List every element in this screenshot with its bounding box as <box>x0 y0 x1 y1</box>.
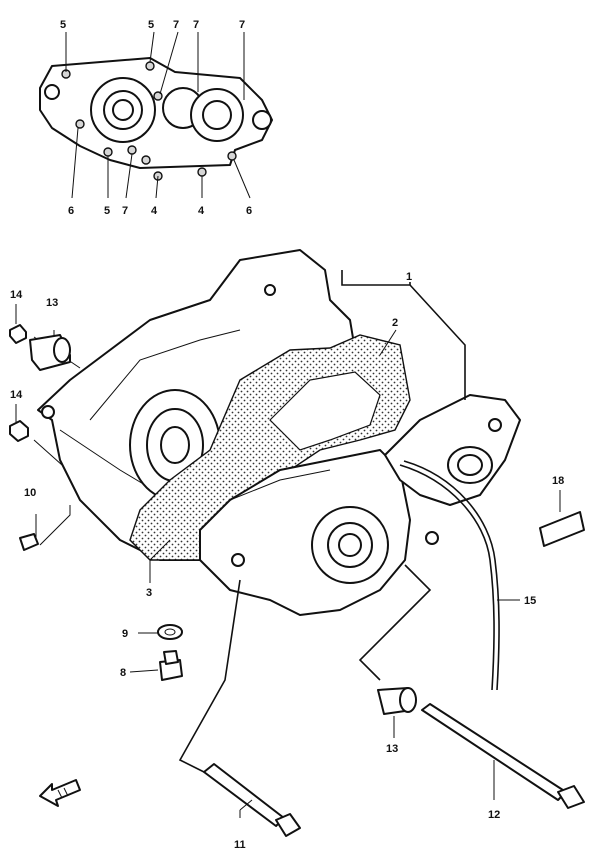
bolt-11-leader <box>178 579 241 776</box>
callout-14: 14 <box>10 389 23 401</box>
callout-5: 5 <box>60 19 66 31</box>
callout-18: 18 <box>552 475 564 487</box>
callout-labels: 5 5 7 7 7 6 5 7 4 4 6 1 2 14 13 14 10 3 … <box>10 19 564 851</box>
callout-7: 7 <box>122 205 128 217</box>
callout-8: 8 <box>120 667 126 679</box>
callout-11: 11 <box>234 839 246 851</box>
right-side-cover <box>384 394 521 506</box>
callout-7: 7 <box>239 19 245 31</box>
callout-4: 4 <box>151 205 158 217</box>
callout-9: 9 <box>122 628 128 640</box>
callout-13: 13 <box>386 743 398 755</box>
crankcase-inset <box>39 57 273 181</box>
callout-5: 5 <box>148 19 154 31</box>
crankcase-gasket <box>129 334 411 561</box>
callout-12: 12 <box>488 809 500 821</box>
bolt-12-leader <box>358 564 432 681</box>
assembly-bracket-1 <box>341 270 466 400</box>
front-direction-arrow-icon <box>39 779 81 807</box>
callout-5: 5 <box>104 205 110 217</box>
cable-15 <box>399 460 520 691</box>
bolt-11 <box>203 763 301 837</box>
callout-3: 3 <box>146 587 152 599</box>
callout-7: 7 <box>173 19 179 31</box>
small-parts <box>9 324 417 738</box>
bolt-12 <box>421 703 585 809</box>
callout-10: 10 <box>24 487 36 499</box>
callout-6: 6 <box>246 205 252 217</box>
inset-leader-lines <box>65 31 251 199</box>
callout-2: 2 <box>392 317 398 329</box>
callout-4: 4 <box>198 205 205 217</box>
right-crankcase-half <box>199 449 439 616</box>
callout-7: 7 <box>193 19 199 31</box>
callout-13: 13 <box>46 297 58 309</box>
callout-1: 1 <box>406 271 412 283</box>
plate-18 <box>539 490 585 547</box>
callout-15: 15 <box>524 595 536 607</box>
callout-6: 6 <box>68 205 74 217</box>
callout-14: 14 <box>10 289 23 301</box>
